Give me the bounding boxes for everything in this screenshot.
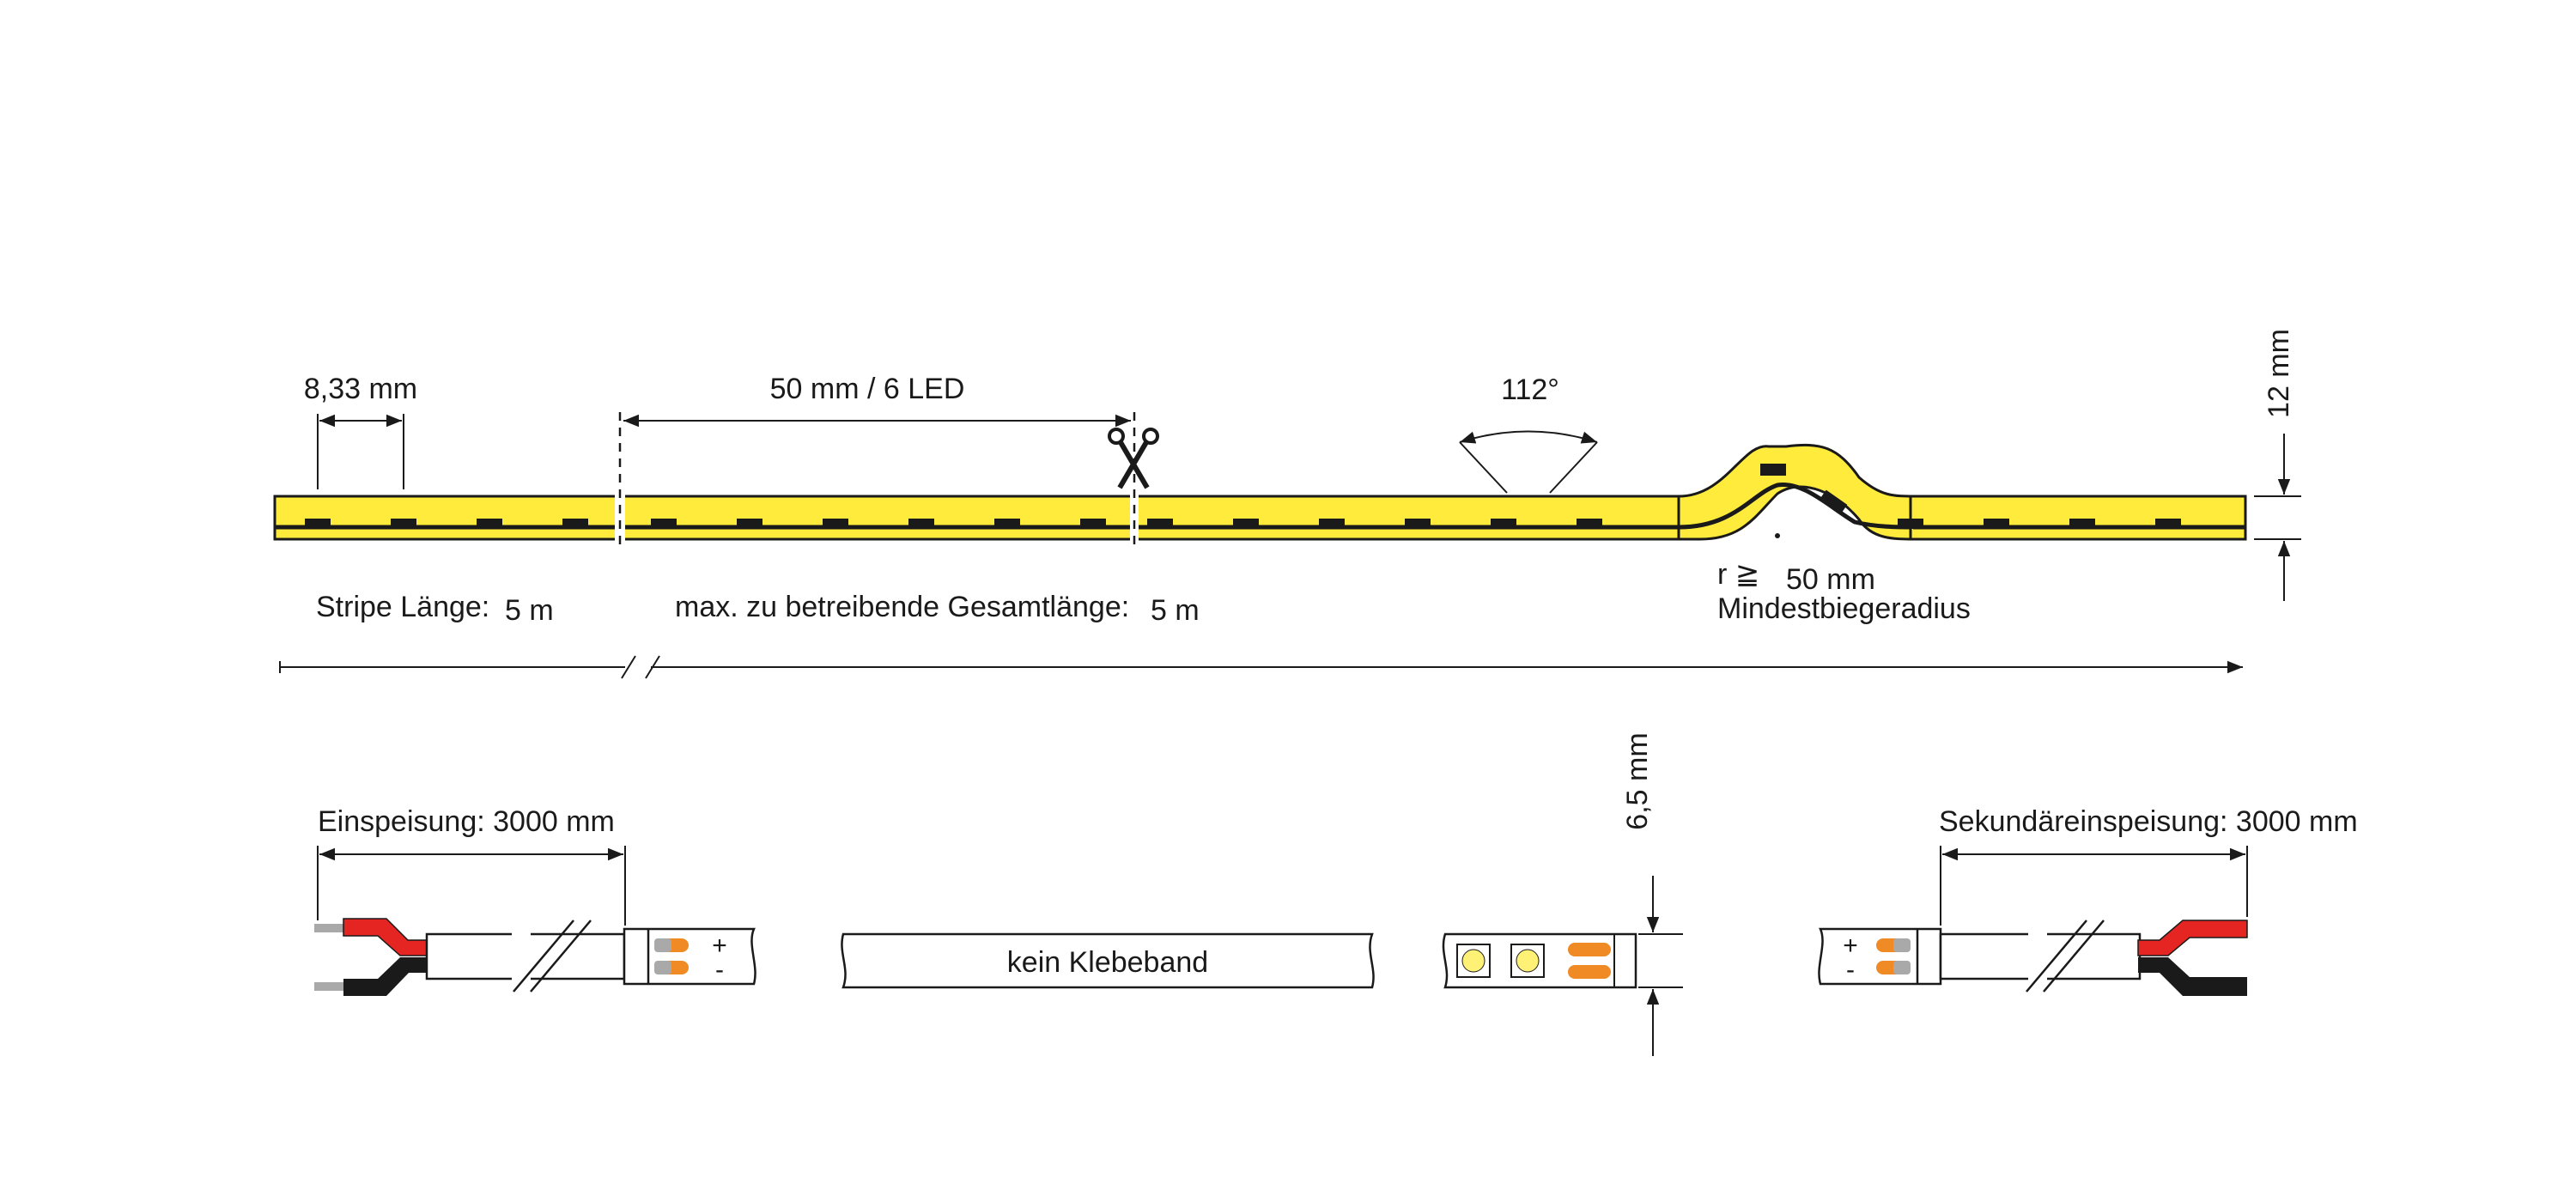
overall-length-line [279,655,2243,679]
angle-label: 112° [1501,373,1559,406]
scissors-icon [1108,428,1159,489]
led-pitch-dimension: 8,33 mm [304,373,417,489]
strip-leds [305,464,2181,529]
strip-segment-right [1909,495,2247,541]
led-pad [651,519,677,529]
no-tape-label: kein Klebeband [1007,946,1208,979]
led-pad [908,519,934,529]
feed-connector: + - [314,918,756,996]
secondary-minus: - [1846,956,1855,984]
max-length-label: max. zu betreibende Gesamtlänge: [675,591,1129,623]
led-pitch-label: 8,33 mm [304,373,417,405]
led-pad [477,519,502,529]
led-pad [305,519,331,529]
top-led-strip [273,412,2247,549]
secondary-feed-connector: + - [1818,920,2248,996]
led-pad [391,519,416,529]
strip-front-view [1442,932,1637,989]
strip-back-no-tape: kein Klebeband [841,932,1375,989]
segment-label: 50 mm / 6 LED [770,373,965,405]
bend-value: 50 mm [1786,563,1875,596]
led-pad [994,519,1020,529]
led-pad [562,519,588,529]
led-pad [1319,519,1345,529]
led-pad [1080,519,1106,529]
secondary-feed-dimension: Sekundäreinspeisung: 3000 mm [1939,805,2358,926]
led-pad [1760,464,1786,476]
segment-dimension: 50 mm / 6 LED [623,373,1131,428]
width-label: 6,5 mm [1621,732,1654,829]
led-pad [823,519,848,529]
bend-symbol: r ≧ [1717,558,1759,591]
led-pad [1577,519,1602,529]
led-pad [737,519,762,529]
feed-minus: - [715,956,724,984]
led-pad [1819,489,1848,515]
beam-angle: 112° [1459,373,1598,494]
height-label: 12 mm [2263,329,2295,418]
max-length-value: 5 m [1151,594,1200,627]
led-pad [1233,519,1259,529]
width-dimension: 6,5 mm [1621,732,1683,1056]
led-pad [1898,519,1923,529]
feed-dimension: Einspeisung: 3000 mm [317,805,626,926]
bend-center-dot [1775,533,1780,538]
led-pad [1405,519,1431,529]
secondary-plus: + [1843,932,1858,960]
secondary-feed-label: Sekundäreinspeisung: 3000 mm [1939,805,2358,838]
height-dimension: 12 mm [2254,329,2301,601]
feed-plus: + [712,932,727,960]
led-pad [2155,519,2181,529]
strip-segment-left [273,495,1685,541]
led-pad [2069,519,2095,529]
bend-caption: Mindestbiegeradius [1717,592,1971,625]
led-pad [1147,519,1173,529]
led-pad [1984,519,2009,529]
stripe-length-value: 5 m [505,594,554,627]
feed-label: Einspeisung: 3000 mm [318,805,615,838]
stripe-length-label: Stripe Länge: [316,591,489,623]
led-pad [1491,519,1516,529]
